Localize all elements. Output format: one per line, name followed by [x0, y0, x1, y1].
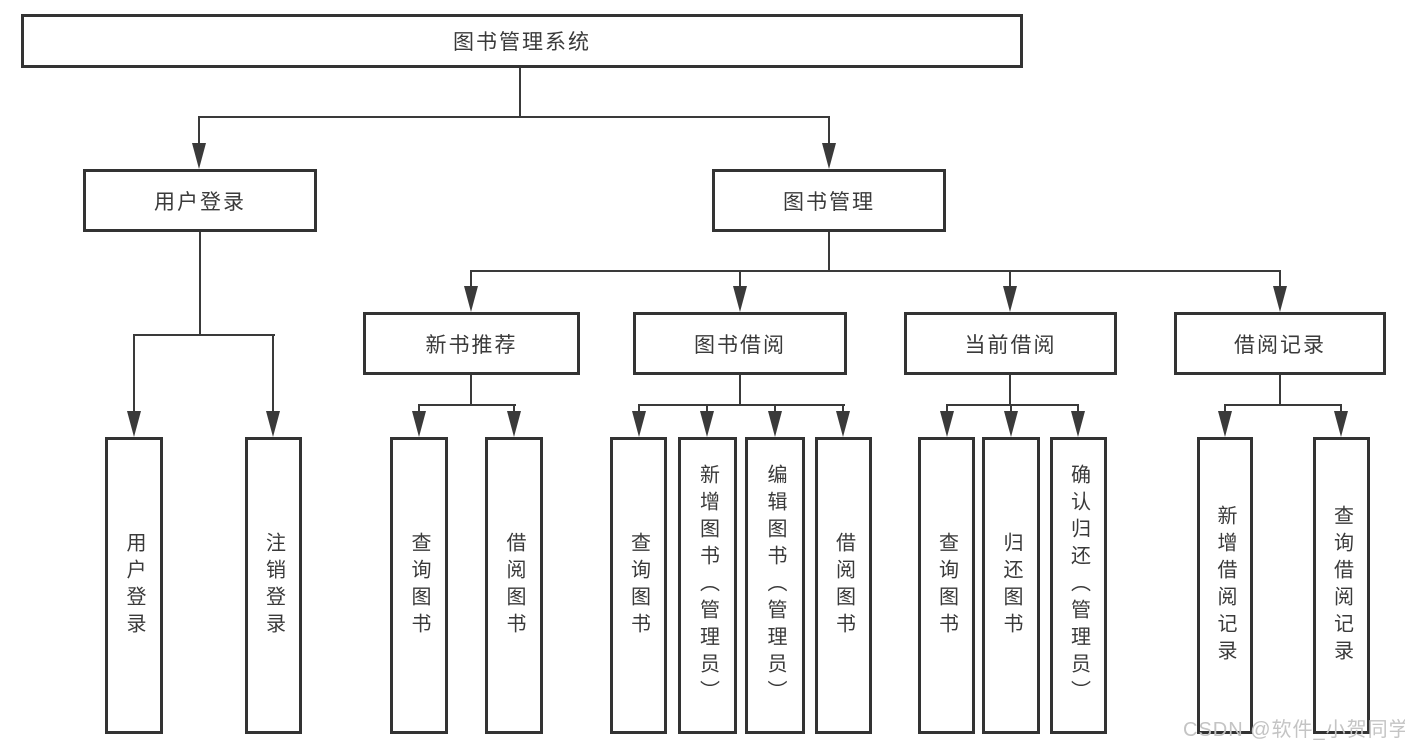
- v-line: [519, 68, 521, 118]
- leaf-borrow-books-borrow: 借阅图书: [815, 437, 872, 734]
- v-line: [1010, 404, 1012, 413]
- leaf-label: 查询图书: [627, 531, 650, 640]
- arrowhead-down-icon: [464, 286, 478, 312]
- v-line: [828, 116, 830, 146]
- arrowhead-down-icon: [940, 411, 954, 437]
- leaf-query-books-current: 查询图书: [918, 437, 975, 734]
- node-label: 新书推荐: [425, 333, 518, 357]
- arrowhead-down-icon: [836, 411, 850, 437]
- leaf-return-book: 归还图书: [982, 437, 1040, 734]
- node-label: 图书管理: [783, 190, 875, 214]
- node-label: 图书管理系统: [453, 31, 591, 54]
- leaf-query-borrow-record: 查询借阅记录: [1313, 437, 1370, 734]
- v-line: [706, 404, 708, 413]
- leaf-edit-book-admin: 编辑图书（管理员）: [745, 437, 805, 734]
- v-line: [1009, 375, 1011, 406]
- v-line: [842, 404, 844, 413]
- node-label: 图书借阅: [694, 333, 786, 357]
- arrowhead-down-icon: [412, 411, 426, 437]
- leaf-borrow-books-recommend: 借阅图书: [485, 437, 543, 734]
- leaf-label: 归还图书: [1000, 531, 1022, 640]
- leaf-label: 查询图书: [935, 531, 958, 640]
- node-new-book-recommend: 新书推荐: [363, 312, 580, 375]
- v-line: [513, 404, 515, 413]
- v-line: [638, 404, 640, 413]
- node-book-borrow: 图书借阅: [633, 312, 847, 375]
- h-line: [133, 334, 275, 336]
- arrowhead-down-icon: [1071, 411, 1085, 437]
- node-label: 借阅记录: [1234, 333, 1326, 357]
- v-line: [828, 232, 830, 272]
- arrowhead-down-icon: [822, 143, 836, 169]
- v-line: [1224, 404, 1226, 413]
- h-line: [198, 116, 830, 118]
- v-line: [470, 270, 472, 288]
- v-line: [198, 116, 200, 146]
- v-line: [739, 375, 741, 406]
- arrowhead-down-icon: [768, 411, 782, 437]
- node-label: 用户登录: [154, 190, 246, 214]
- v-line: [272, 334, 274, 413]
- v-line: [1009, 270, 1011, 288]
- v-line: [133, 334, 135, 413]
- v-line: [418, 404, 420, 413]
- leaf-label: 借阅图书: [832, 531, 855, 640]
- v-line: [1340, 404, 1342, 413]
- v-line: [1077, 404, 1079, 413]
- h-line: [638, 404, 845, 406]
- arrowhead-down-icon: [632, 411, 646, 437]
- arrowhead-down-icon: [1003, 286, 1017, 312]
- arrowhead-down-icon: [1218, 411, 1232, 437]
- leaf-label: 查询借阅记录: [1330, 504, 1353, 667]
- arrowhead-down-icon: [127, 411, 141, 437]
- node-label: 当前借阅: [964, 333, 1057, 357]
- leaf-logout: 注销登录: [245, 437, 302, 734]
- node-book-management: 图书管理: [712, 169, 946, 232]
- node-borrow-records: 借阅记录: [1174, 312, 1386, 375]
- csdn-watermark: CSDN @软件_小贺同学: [1183, 719, 1405, 741]
- leaf-label: 借阅图书: [503, 531, 525, 640]
- v-line: [199, 232, 201, 336]
- leaf-confirm-return-admin: 确认归还（管理员）: [1050, 437, 1107, 734]
- v-line: [739, 270, 741, 288]
- arrowhead-down-icon: [700, 411, 714, 437]
- v-line: [774, 404, 776, 413]
- leaf-query-books-borrow: 查询图书: [610, 437, 667, 734]
- v-line: [1279, 375, 1281, 406]
- h-line: [418, 404, 516, 406]
- arrowhead-down-icon: [192, 143, 206, 169]
- v-line: [1279, 270, 1281, 288]
- h-line: [470, 270, 1281, 272]
- leaf-add-borrow-record: 新增借阅记录: [1197, 437, 1253, 734]
- v-line: [470, 375, 472, 406]
- h-line: [1224, 404, 1342, 406]
- leaf-label: 注销登录: [262, 531, 285, 640]
- leaf-label: 用户登录: [123, 531, 145, 640]
- arrowhead-down-icon: [1273, 286, 1287, 312]
- leaf-label: 新增图书（管理员）: [696, 464, 719, 707]
- leaf-add-book-admin: 新增图书（管理员）: [678, 437, 737, 734]
- arrowhead-down-icon: [1004, 411, 1018, 437]
- v-line: [946, 404, 948, 413]
- leaf-label: 查询图书: [408, 531, 430, 640]
- leaf-user-login: 用户登录: [105, 437, 163, 734]
- node-user-login: 用户登录: [83, 169, 317, 232]
- arrowhead-down-icon: [733, 286, 747, 312]
- leaf-query-books-recommend: 查询图书: [390, 437, 448, 734]
- leaf-label: 新增借阅记录: [1214, 504, 1236, 667]
- arrowhead-down-icon: [266, 411, 280, 437]
- node-current-borrow: 当前借阅: [904, 312, 1117, 375]
- node-library-management-system: 图书管理系统: [21, 14, 1023, 68]
- leaf-label: 确认归还（管理员）: [1067, 464, 1090, 707]
- arrowhead-down-icon: [507, 411, 521, 437]
- arrowhead-down-icon: [1334, 411, 1348, 437]
- h-line: [946, 404, 1079, 406]
- leaf-label: 编辑图书（管理员）: [764, 464, 786, 707]
